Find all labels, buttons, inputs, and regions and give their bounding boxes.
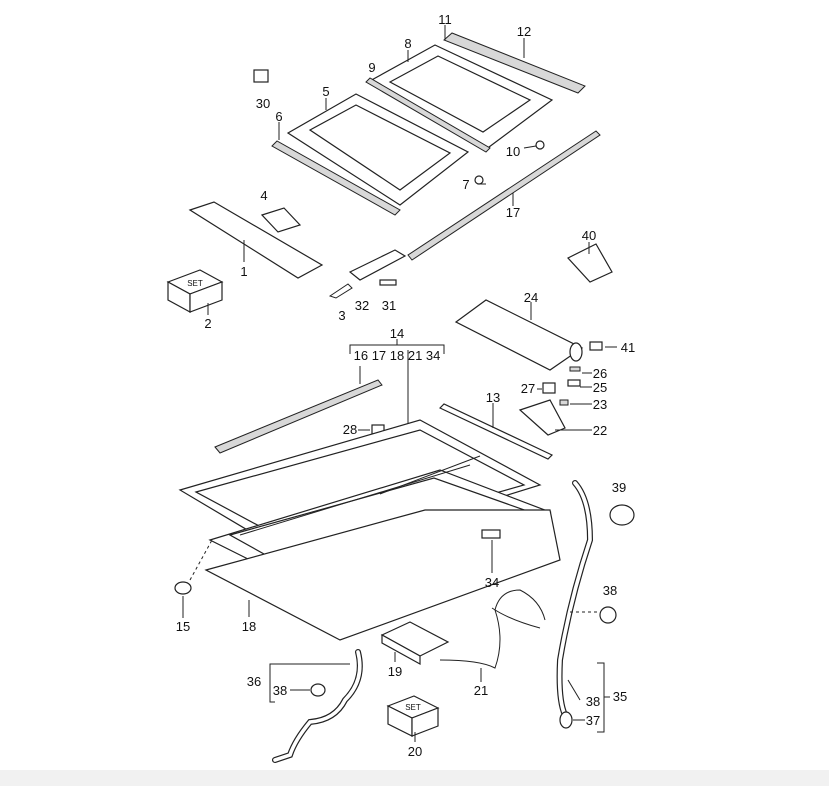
label-3: 3	[338, 308, 345, 323]
label-17: 17	[506, 205, 520, 220]
label-21: 21	[474, 683, 488, 698]
part-22-motor	[518, 399, 592, 436]
label-15: 15	[176, 619, 190, 634]
part-9-seal	[365, 77, 491, 153]
part-4-bracket	[260, 207, 302, 233]
label-40: 40	[582, 228, 596, 243]
label-34: 34	[485, 575, 499, 590]
label-26: 26	[593, 366, 607, 381]
part-31-clip	[379, 279, 397, 286]
svg-text:SET: SET	[405, 703, 421, 712]
label-20: 20	[408, 744, 422, 759]
part-37-valve	[559, 711, 573, 729]
label-23: 23	[593, 397, 607, 412]
part-13-strip	[438, 403, 554, 460]
label-12: 12	[517, 24, 531, 39]
part-24-roller-blind	[454, 299, 584, 371]
label-14: 14	[390, 326, 404, 341]
part-38-clamp	[599, 606, 617, 624]
label-6: 6	[275, 109, 282, 124]
label-31: 31	[382, 298, 396, 313]
part-26-pin	[569, 366, 581, 372]
part-38-clamp-left	[310, 683, 326, 697]
part-21-wiring-harness	[439, 589, 546, 682]
part-30-clip	[253, 69, 269, 83]
part-2-set-box: SET	[166, 269, 224, 315]
label-38-left: 38	[273, 683, 287, 698]
part-39-clamp	[609, 504, 635, 526]
part-3-lever	[328, 283, 353, 299]
part-10-screw	[535, 140, 545, 150]
label-32: 32	[355, 298, 369, 313]
label-9: 9	[368, 60, 375, 75]
part-6-seal	[271, 140, 401, 216]
label-18: 18	[242, 619, 256, 634]
group-35-bracket	[567, 662, 610, 733]
label-22: 22	[593, 423, 607, 438]
part-36-drain-hose	[272, 649, 363, 763]
label-37: 37	[586, 713, 600, 728]
part-16-rail	[214, 379, 383, 454]
part-40-tube	[567, 242, 613, 283]
label-11: 11	[438, 12, 452, 27]
label-41: 41	[621, 340, 635, 355]
label-8: 8	[404, 36, 411, 51]
part-23-screw	[559, 399, 569, 406]
label-4: 4	[260, 188, 267, 203]
group-36-bracket	[269, 663, 350, 703]
bottom-bar	[0, 770, 829, 786]
label-28: 28	[343, 422, 357, 437]
label-36: 36	[247, 674, 261, 689]
group-14-bracket	[349, 339, 445, 425]
label-27: 27	[521, 381, 535, 396]
part-41-clip	[589, 341, 603, 351]
label-2: 2	[204, 316, 211, 331]
label-1: 1	[240, 264, 247, 279]
label-24: 24	[524, 290, 538, 305]
label-group-14: 16 17 18 21 34	[354, 348, 441, 363]
part-25-clip	[567, 379, 581, 387]
label-30: 30	[256, 96, 270, 111]
part-17-rod	[407, 130, 601, 261]
part-15-grommet	[174, 539, 213, 618]
label-5: 5	[322, 84, 329, 99]
part-20-set-box: SET	[386, 695, 440, 742]
label-39: 39	[612, 480, 626, 495]
label-13: 13	[486, 390, 500, 405]
part-5-panel	[286, 93, 470, 206]
part-18-seal	[204, 509, 561, 641]
part-27-bracket	[542, 382, 556, 394]
part-34-pad	[481, 529, 501, 539]
label-10: 10	[506, 144, 520, 159]
label-38-right: 38	[603, 583, 617, 598]
part-12-seal	[443, 32, 586, 94]
part-7-screw	[474, 175, 484, 185]
sunroof-parts-diagram: SET	[166, 12, 635, 763]
part-19-control-module	[380, 621, 450, 666]
part-1-cover	[188, 201, 324, 279]
label-7: 7	[462, 177, 469, 192]
part-32-slide	[348, 249, 407, 281]
part-35-drain-hose	[556, 480, 594, 718]
label-38-group: 38	[586, 694, 600, 709]
label-35: 35	[613, 689, 627, 704]
label-19: 19	[388, 664, 402, 679]
svg-text:SET: SET	[187, 279, 203, 288]
label-25: 25	[593, 380, 607, 395]
